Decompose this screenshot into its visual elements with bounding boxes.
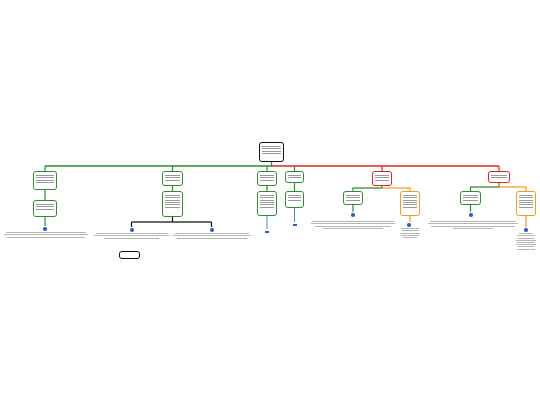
branch-5-rebuttal-evidence-icon[interactable] [406,222,411,227]
connector-branch-5-premise [352,186,383,191]
branch-5-premise[interactable] [343,191,363,205]
branch-2-evidence-a-icon[interactable] [129,227,134,232]
branch-6-evidence-text [428,220,518,235]
root-claim[interactable] [259,142,284,162]
connector-branch-5-rebuttal [382,187,411,191]
branch-2-premise[interactable] [162,191,183,217]
connector-branch-6-rebuttal [499,186,527,191]
branch-3-link-icon[interactable] [264,229,269,234]
connector-branch-2-evidence [130,217,213,227]
branch-1-evidence-icon[interactable] [42,226,47,231]
branch-6-evidence-icon[interactable] [468,212,473,217]
branch-5-claim[interactable] [372,171,392,186]
branch-2-evidence-a-text [94,232,169,246]
loose-box[interactable] [119,251,140,259]
branch-3-link-text[interactable] [254,237,278,241]
branch-2-claim[interactable] [162,171,183,186]
branch-6-rebuttal-evidence-text [514,232,538,262]
branch-6-claim[interactable] [488,171,510,183]
branch-1-premise[interactable] [33,200,57,217]
branch-5-evidence-text [311,220,395,235]
branch-1-claim[interactable] [33,171,57,190]
branch-4-link-icon[interactable] [292,222,297,227]
branch-1-evidence-text [4,231,88,246]
branch-5-rebuttal-evidence-text [398,227,422,245]
branch-4-premise[interactable] [285,191,304,208]
branch-2-evidence-b-text [173,232,251,246]
branch-3-premise[interactable] [257,191,277,216]
branch-5-evidence-icon[interactable] [350,212,355,217]
branch-3-claim[interactable] [257,171,277,186]
branch-4-claim[interactable] [285,171,304,183]
branch-6-rebuttal-evidence-icon[interactable] [523,227,528,232]
branch-6-rebuttal[interactable] [516,191,536,216]
branch-6-premise[interactable] [460,191,481,205]
branch-5-rebuttal[interactable] [400,191,420,216]
branch-4-link-text[interactable] [283,233,307,237]
connector-branch-6-premise [469,183,500,191]
branch-2-evidence-b-icon[interactable] [209,227,214,232]
